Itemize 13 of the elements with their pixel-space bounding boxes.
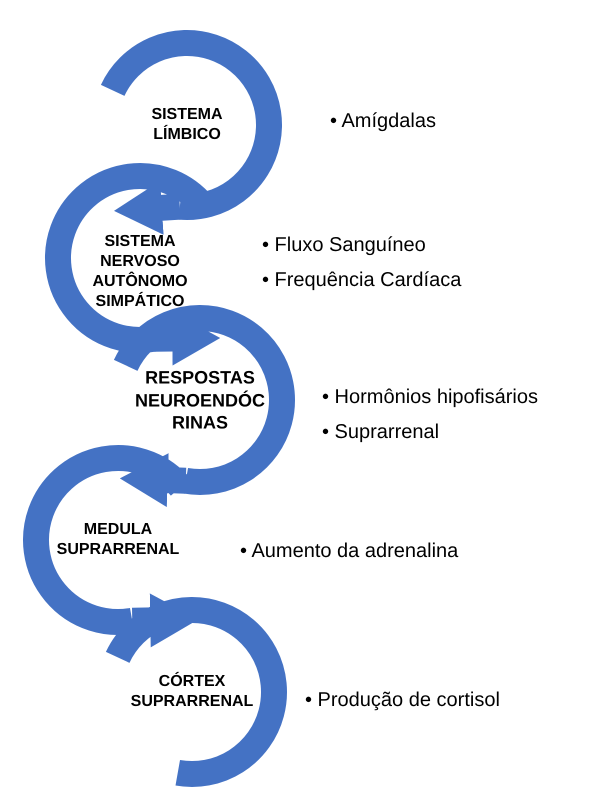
bullet-item: • Produção de cortisol <box>305 688 500 713</box>
stage-label: CÓRTEX SUPRARRENAL <box>130 672 254 712</box>
stage-label: RESPOSTAS NEUROENDÓCRINAS <box>135 366 265 434</box>
bullet-item: • Hormônios hipofisários <box>322 385 538 410</box>
stage-label: SISTEMA NERVOSO AUTÔNOMO SIMPÁTICO <box>91 232 189 312</box>
bullet-item: • Aumento da adrenalina <box>240 539 458 564</box>
bullet-item: • Suprarrenal <box>322 420 440 445</box>
bullet-item: • Amígdalas <box>330 109 436 134</box>
stage-label: SISTEMA LÍMBICO <box>150 105 224 145</box>
bullet-item: • Frequência Cardíaca <box>262 268 462 293</box>
stage-label: MEDULA SUPRARRENAL <box>56 520 180 560</box>
arrow <box>120 453 186 508</box>
bullet-item: • Fluxo Sanguíneo <box>262 233 426 258</box>
